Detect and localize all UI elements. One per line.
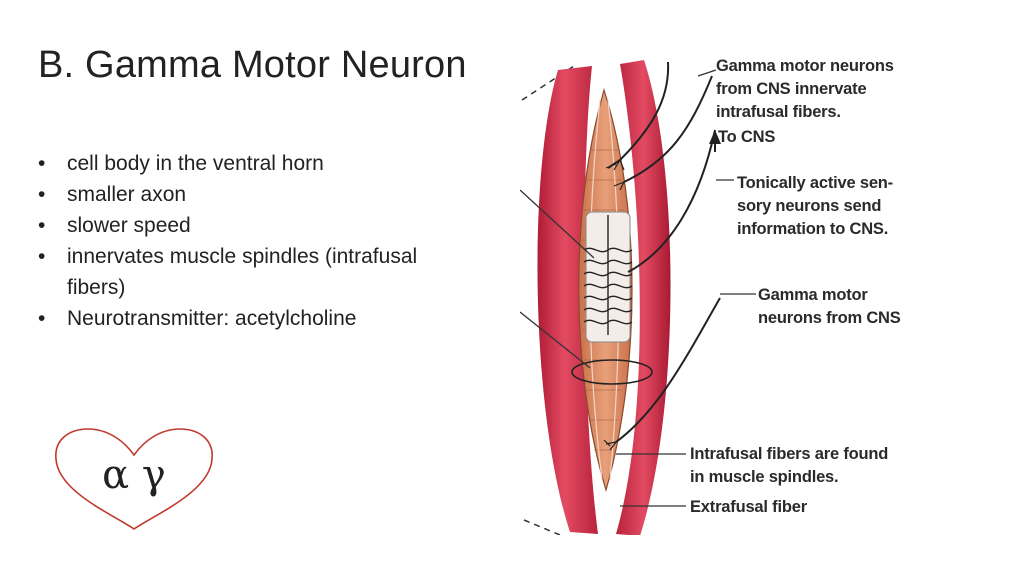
bullet-item: cell body in the ventral horn [38,148,478,179]
slide-title: B. Gamma Motor Neuron [38,44,467,86]
bullet-item: smaller axon [38,179,478,210]
spindle-cross-section [571,359,653,385]
label-gamma-from-cns: Gamma motor neurons from CNS [758,286,901,327]
nerve-lines [607,61,721,443]
muscle-spindle-diagram [520,60,756,535]
heart-icon [55,428,213,530]
to-cns-arrow [709,130,721,144]
label-extrafusal-fiber: Extrafusal fiber [690,498,807,516]
bullet-list: cell body in the ventral horn smaller ax… [38,148,478,334]
heart-text: α γ [102,452,166,498]
label-tonically-active: Tonically active sen- sory neurons send … [737,174,893,238]
bullet-item: slower speed [38,210,478,241]
label-intrafusal-found: Intrafusal fibers are found in muscle sp… [690,445,889,486]
pointer-lines [520,69,756,507]
extrafusal-fiber-left [537,66,598,534]
bullet-item: Neurotransmitter: acetylcholine [38,303,478,334]
label-gamma-innervate: Gamma motor neurons from CNS innervate i… [716,57,894,121]
extrafusal-fiber-right [616,60,671,535]
label-to-cns: To CNS [718,128,776,146]
nerve-branches [603,159,625,451]
bullet-item: innervates muscle spindles (intrafusal f… [38,241,478,303]
